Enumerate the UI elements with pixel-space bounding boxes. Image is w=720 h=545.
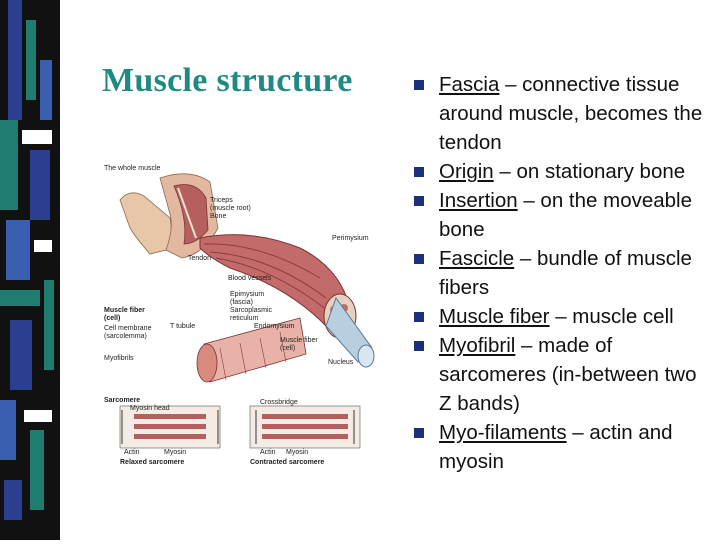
label-fascia: (fascia) (230, 299, 253, 306)
bullet-term: Fascicle (439, 247, 515, 270)
label-contracted-sarcomere: Contracted sarcomere (250, 459, 324, 466)
bullet-item-muscle-fiber: Muscle fiber – muscle cell (412, 302, 712, 331)
square-bullet-icon (414, 196, 424, 206)
label-sarcoplasmic: Sarcoplasmic (230, 307, 273, 314)
bullet-text: – muscle cell (549, 305, 674, 328)
bullet-text: – actin and myosin (439, 421, 673, 473)
square-bullet-icon (414, 341, 424, 351)
bullet-term: Muscle fiber (439, 305, 550, 328)
label-nucleus: Nucleus (328, 359, 354, 366)
bullet-term: Insertion (439, 189, 518, 212)
label-t-tubule: T tubule (170, 323, 195, 330)
bullet-item-origin: Origin – on stationary bone (412, 157, 712, 186)
bullet-list: Fascia – connective tissue around muscle… (412, 70, 712, 476)
label-relaxed-sarcomere: Relaxed sarcomere (120, 459, 184, 466)
muscle-fiber-illustration (196, 317, 307, 383)
bullet-text: – bundle of muscle fibers (439, 247, 692, 299)
label-muscle-root: (muscle root) (210, 205, 251, 212)
square-bullet-icon (414, 254, 424, 264)
square-bullet-icon (414, 312, 424, 322)
label-tendon: Tendon (188, 255, 211, 262)
label-sarcolemma: (sarcolemma) (104, 333, 147, 340)
label-myofibrils: Myofibrils (104, 355, 134, 362)
bullet-item-myofibril: Myofibril – made of sarcomeres (in-betwe… (412, 331, 712, 418)
square-bullet-icon (414, 428, 424, 438)
bullet-text: – on the moveable bone (439, 189, 693, 241)
bullet-term: Myo-filaments (439, 421, 567, 444)
square-bullet-icon (414, 167, 424, 177)
label-cell-2: (cell) (280, 345, 295, 352)
label-muscle-fiber-2: Muscle fiber (280, 337, 318, 344)
label-myosin-2: Myosin (286, 449, 308, 456)
label-actin: Actin (124, 449, 140, 456)
label-cell-membrane: Cell membrane (104, 325, 152, 332)
bullet-text: – connective tissue around muscle, becom… (439, 73, 703, 154)
sarcomere-illustration (119, 405, 361, 449)
bullet-item-myofilaments: Myo-filaments – actin and myosin (412, 418, 712, 476)
bullet-text: – on stationary bone (493, 160, 686, 183)
bullet-term: Origin (439, 160, 494, 183)
square-bullet-icon (414, 80, 424, 90)
bullet-text: – made of sarcomeres (in-between two Z b… (439, 334, 697, 415)
bullet-term: Myofibril (439, 334, 516, 357)
bullet-term: Fascia (439, 73, 500, 96)
label-myosin: Myosin (164, 449, 186, 456)
muscle-fascicle-illustration (199, 234, 375, 368)
bullet-item-insertion: Insertion – on the moveable bone (412, 186, 712, 244)
decorative-stripe (0, 0, 60, 540)
bullet-item-fascicle: Fascicle – bundle of muscle fibers (412, 244, 712, 302)
label-epimysium: Epimysium (230, 291, 264, 298)
label-muscle-fiber: Muscle fiber (104, 307, 145, 314)
label-whole-muscle: The whole muscle (104, 165, 161, 172)
slide-title: Muscle structure (102, 62, 353, 99)
label-endomysium: Endomysium (254, 323, 295, 330)
muscle-structure-figure: The whole muscle Triceps (muscle root) B… (100, 158, 404, 468)
label-triceps: Triceps (210, 197, 233, 204)
label-bone: Bone (210, 213, 226, 220)
label-actin-2: Actin (260, 449, 276, 456)
label-perimysium: Perimysium (332, 235, 369, 242)
label-sarcomere: Sarcomere (104, 397, 140, 404)
label-reticulum: reticulum (230, 315, 259, 322)
label-blood-vessels: Blood vessels (228, 275, 272, 282)
label-myosin-head: Myosin head (130, 405, 170, 412)
label-cell: (cell) (104, 315, 120, 322)
bullet-item-fascia: Fascia – connective tissue around muscle… (412, 70, 712, 157)
label-crossbridge: Crossbridge (260, 399, 298, 406)
